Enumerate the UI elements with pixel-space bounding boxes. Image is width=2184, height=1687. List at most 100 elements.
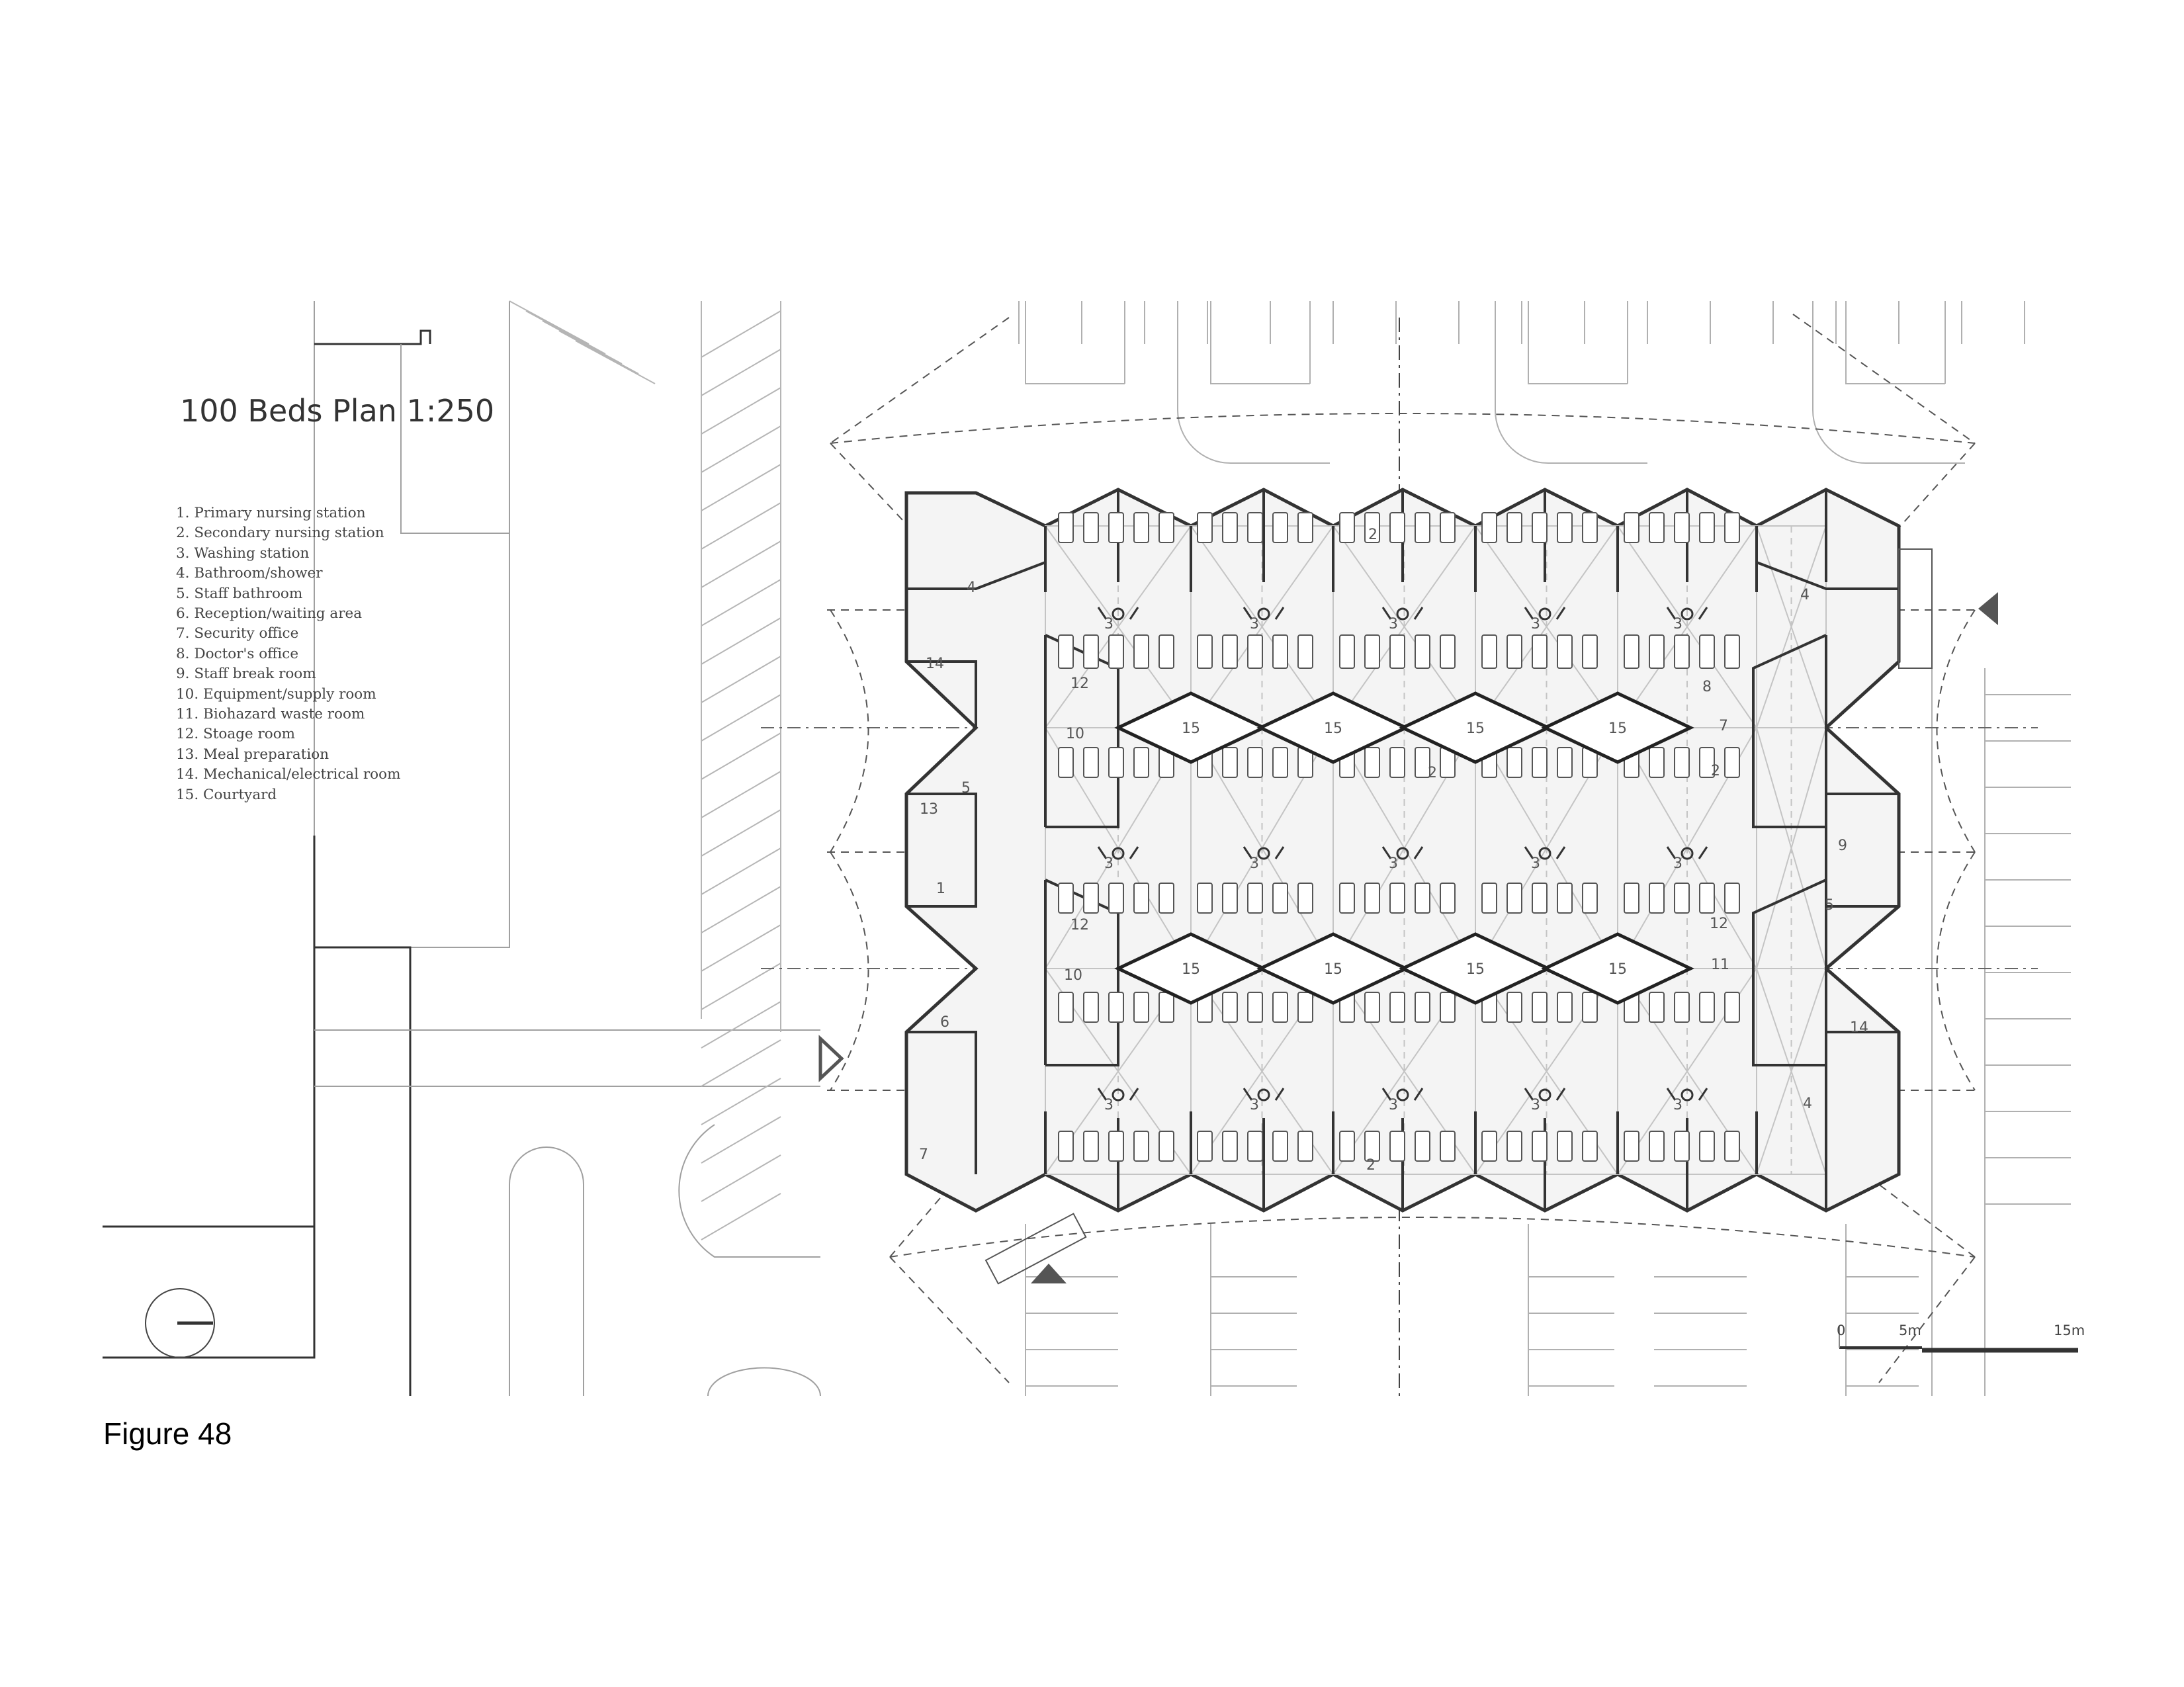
module-walls <box>906 490 1899 1211</box>
ramp-east <box>1898 548 1933 669</box>
washing-basin <box>1257 1088 1270 1102</box>
bed <box>1481 512 1497 543</box>
legend-item: 7. Security office <box>176 625 299 642</box>
washing-counter <box>1381 607 1424 620</box>
room-label-r2d: 2 <box>1366 1157 1376 1174</box>
legend-item: 12. Stoage room <box>176 726 296 743</box>
bed <box>1222 512 1238 543</box>
bed <box>1108 992 1124 1023</box>
bed <box>1649 992 1665 1023</box>
bed <box>1133 1131 1149 1162</box>
room-label-r7a: 7 <box>919 1146 928 1163</box>
bed <box>1158 634 1174 669</box>
room-wall <box>1045 879 1119 1066</box>
bed <box>1158 512 1174 543</box>
scale-end: 15m <box>2054 1322 2085 1338</box>
room-label-r13: 13 <box>920 801 938 818</box>
room-wall <box>1756 561 1899 590</box>
washing-basin <box>1396 847 1409 860</box>
bed <box>1440 512 1456 543</box>
washing-basin <box>1112 607 1125 621</box>
washing-counter <box>1381 1088 1424 1101</box>
bed <box>1364 634 1380 669</box>
courtyard <box>1541 932 1694 1005</box>
scale-mid: 5m <box>1899 1322 1921 1338</box>
bed <box>1247 1131 1263 1162</box>
parking-island <box>1177 301 1330 464</box>
bed <box>1674 512 1690 543</box>
bed <box>1532 747 1548 778</box>
room-label-r12b: 12 <box>1070 917 1089 933</box>
bed <box>1582 992 1598 1023</box>
bed <box>1532 883 1548 914</box>
room-label-r10a: 10 <box>1066 726 1084 742</box>
bed <box>1297 992 1313 1023</box>
hatch-line <box>701 541 781 588</box>
washing-counter <box>1243 607 1285 620</box>
bed <box>1440 883 1456 914</box>
bed <box>1724 1131 1740 1162</box>
bed <box>1415 747 1430 778</box>
washing-station-label: 3 <box>1389 855 1398 872</box>
hatch-line <box>701 1193 781 1240</box>
hatch-line <box>701 963 781 1010</box>
bed <box>1197 634 1213 669</box>
bed <box>1108 1131 1124 1162</box>
hatch-line <box>701 502 781 550</box>
bed <box>1557 747 1573 778</box>
washing-basin <box>1538 607 1551 621</box>
washing-basin <box>1681 847 1694 860</box>
room-label-r4b: 4 <box>1800 587 1810 603</box>
parking-stall <box>1025 301 1125 384</box>
bed <box>1557 1131 1573 1162</box>
legend-item: 6. Reception/waiting area <box>176 605 363 623</box>
washing-counter <box>1097 846 1139 859</box>
bed <box>1532 1131 1548 1162</box>
room-label-r5a: 5 <box>961 780 971 797</box>
room-label-r14b: 14 <box>1850 1019 1868 1036</box>
bed <box>1724 883 1740 914</box>
hatch-line <box>701 656 781 703</box>
bed <box>1415 512 1430 543</box>
scale-zero: 0 <box>1837 1322 1845 1338</box>
bed <box>1415 992 1430 1023</box>
room-label-r2a: 2 <box>1368 527 1377 543</box>
bed <box>1083 883 1099 914</box>
hatch-line <box>701 579 781 627</box>
room-label-r2b: 2 <box>1428 765 1437 781</box>
hatch-line <box>701 847 781 895</box>
room-label-r4c: 4 <box>1803 1096 1812 1112</box>
legend-item: 2. Secondary nursing station <box>176 525 384 542</box>
washing-station-label: 3 <box>1673 855 1682 872</box>
legend-item: 13. Meal preparation <box>176 746 329 763</box>
room-wall <box>906 793 977 908</box>
hex-building <box>904 488 1901 1213</box>
bed <box>1197 1131 1213 1162</box>
figure-caption: Figure 48 <box>103 1416 232 1451</box>
room-label-r2c: 2 <box>1711 763 1720 779</box>
parking-stall <box>1845 301 1946 384</box>
courtyard-label: 15 <box>1182 961 1200 978</box>
hatch-line <box>701 425 781 473</box>
bed <box>1674 747 1690 778</box>
bed <box>1507 992 1522 1023</box>
bed <box>1624 1131 1639 1162</box>
room-wall <box>1752 634 1827 828</box>
bed <box>1699 747 1715 778</box>
bed <box>1724 512 1740 543</box>
bed <box>1058 1131 1074 1162</box>
legend-item: 3. Washing station <box>176 544 310 562</box>
hatch-line <box>575 340 656 384</box>
bed <box>1197 883 1213 914</box>
bed <box>1699 1131 1715 1162</box>
washing-station-label: 3 <box>1104 1097 1114 1113</box>
bed <box>1247 512 1263 543</box>
bed <box>1297 512 1313 543</box>
hatch-line <box>701 349 781 396</box>
washing-basin <box>1112 1088 1125 1102</box>
hatch-line <box>525 310 606 355</box>
legend-item: 1. Primary nursing station <box>176 505 366 521</box>
room-label-r6: 6 <box>940 1014 949 1031</box>
bed <box>1389 634 1405 669</box>
